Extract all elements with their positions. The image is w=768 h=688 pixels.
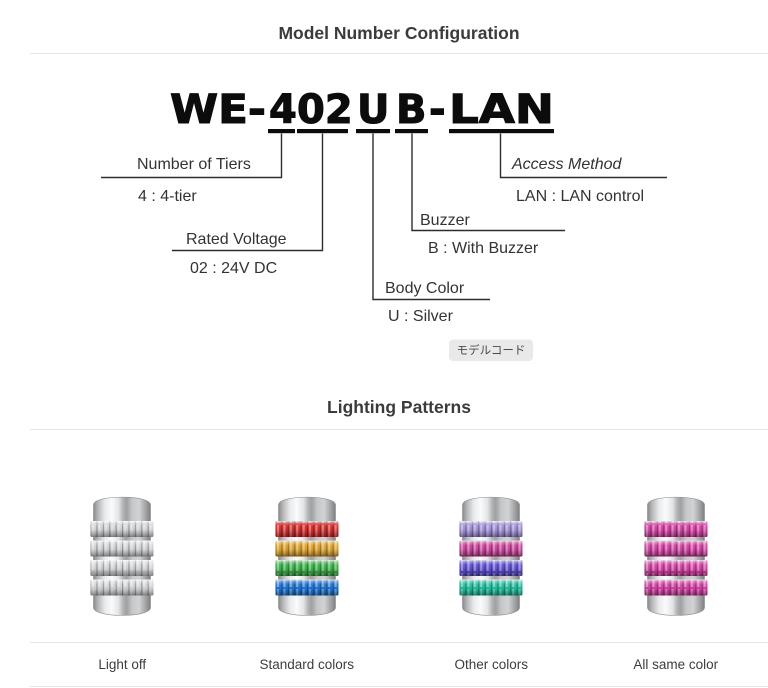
pattern-label-light-off: Light off bbox=[98, 657, 147, 672]
tower-tier-4 bbox=[90, 579, 154, 596]
underline-buzzer-code bbox=[395, 129, 428, 134]
model-body-color-code: U bbox=[357, 87, 389, 133]
callout-label-buzzer: Buzzer bbox=[420, 212, 470, 229]
signal-tower-image-standard-colors bbox=[275, 496, 339, 616]
callout-line-tiers bbox=[101, 133, 283, 179]
callout-value-body-color: U : Silver bbox=[388, 308, 454, 325]
model-code-badge-label: モデルコード bbox=[457, 343, 526, 357]
model-number-text: WE- 4 02 U B - LAN bbox=[170, 87, 554, 133]
pattern-label-other-colors: Other colors bbox=[454, 657, 529, 672]
tower-tier-4 bbox=[275, 579, 339, 596]
page-title: Model Number Configuration bbox=[278, 23, 520, 43]
divider bbox=[30, 429, 768, 430]
callout-line-body-color bbox=[372, 133, 490, 301]
underline-voltage-code bbox=[297, 129, 348, 134]
callout-label-voltage: Rated Voltage bbox=[186, 231, 287, 248]
tower-tier-1 bbox=[275, 521, 339, 537]
signal-tower-image-other-colors bbox=[459, 496, 523, 616]
tower-tier-2 bbox=[90, 540, 154, 557]
tower-tier-2 bbox=[275, 540, 339, 557]
underline-access-code bbox=[449, 129, 554, 134]
divider bbox=[30, 642, 768, 643]
callout-value-buzzer: B : With Buzzer bbox=[428, 240, 539, 257]
callout-line-voltage bbox=[172, 133, 324, 252]
lighting-pattern-item bbox=[215, 492, 400, 620]
tower-tier-3 bbox=[459, 560, 523, 576]
callout-label-access: Access Method bbox=[511, 156, 622, 173]
tower-tier-2 bbox=[459, 540, 523, 557]
callout-label-body-color: Body Color bbox=[385, 280, 465, 297]
lighting-pattern-item bbox=[399, 492, 584, 620]
model-code-badge-bg[interactable] bbox=[449, 339, 533, 362]
signal-tower-image-all-same-color bbox=[644, 496, 708, 616]
model-code-badge[interactable]: モデルコード bbox=[449, 339, 533, 362]
callout-line-access bbox=[499, 133, 667, 179]
model-tier-code: 4 bbox=[269, 87, 297, 133]
pattern-label-standard-colors: Standard colors bbox=[259, 657, 355, 672]
tower-tier-2 bbox=[644, 540, 708, 557]
underline-body-color-code bbox=[356, 129, 390, 134]
model-buzzer-code: B bbox=[396, 87, 427, 133]
callout-label-tiers: Number of Tiers bbox=[137, 156, 251, 173]
lighting-pattern-item bbox=[30, 492, 215, 620]
tower-tier-4 bbox=[644, 579, 708, 596]
model-separator: - bbox=[429, 87, 446, 133]
lighting-pattern-labels-row: Light off Standard colors Other colors A… bbox=[30, 643, 768, 686]
model-prefix: WE- bbox=[170, 87, 266, 133]
model-voltage-code: 02 bbox=[297, 87, 353, 133]
callout-value-voltage: 02 : 24V DC bbox=[190, 260, 277, 277]
tower-tier-1 bbox=[90, 521, 154, 537]
lighting-patterns-row bbox=[30, 430, 768, 642]
callout-value-tiers: 4 : 4-tier bbox=[138, 188, 197, 205]
model-number-diagram: WE- 4 02 U B - LAN Number of Tiers 4 : 4… bbox=[0, 54, 768, 371]
lighting-pattern-item bbox=[584, 492, 768, 620]
pattern-label-all-same-color: All same color bbox=[633, 657, 719, 672]
tower-tier-3 bbox=[644, 560, 708, 576]
tower-tier-3 bbox=[275, 560, 339, 576]
lighting-patterns-title: Lighting Patterns bbox=[327, 397, 471, 417]
tower-tier-1 bbox=[459, 521, 523, 537]
signal-tower-image-light-off bbox=[90, 496, 154, 616]
divider bbox=[30, 686, 768, 687]
tower-tier-4 bbox=[459, 579, 523, 596]
model-access-code: LAN bbox=[449, 87, 554, 133]
divider bbox=[30, 53, 768, 54]
tower-tier-3 bbox=[90, 560, 154, 576]
callout-line-buzzer bbox=[411, 133, 565, 232]
callout-value-access: LAN : LAN control bbox=[516, 188, 644, 205]
model-number-diagram-canvas: WE- 4 02 U B - LAN Number of Tiers 4 : 4… bbox=[101, 86, 667, 362]
tower-tier-1 bbox=[644, 521, 708, 537]
underline-tier-code bbox=[268, 129, 295, 134]
